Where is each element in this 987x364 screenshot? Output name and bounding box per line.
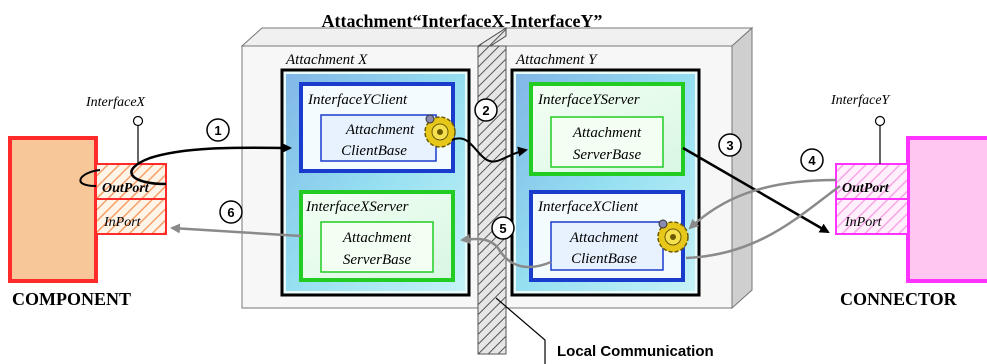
interface-x-client-title: InterfaceXClient: [537, 199, 639, 215]
x-bottom-inner-line1: Attachment: [342, 230, 412, 246]
step-marker-3: 3: [718, 133, 742, 157]
gear-icon: [657, 219, 689, 253]
step-marker-4-label: 4: [808, 153, 816, 168]
flow-arrow-6: [170, 223, 302, 238]
flow-arrow-5: [460, 234, 552, 269]
local-communication-callout: Local Communication: [495, 297, 714, 364]
y-bottom-inner-line1: Attachment: [569, 230, 639, 246]
flow-arrows: [79, 137, 841, 269]
flow-arrow-2: [451, 137, 528, 163]
step-marker-2: 2: [474, 98, 498, 122]
component-label: COMPONENT: [12, 289, 131, 309]
x-top-inner-line2: ClientBase: [341, 143, 407, 159]
interface-y-client-title: InterfaceYClient: [307, 92, 408, 108]
step-marker-4: 4: [800, 148, 824, 172]
interface-y-server-box: InterfaceYServer Attachment ServerBase: [529, 82, 685, 176]
step-marker-1-label: 1: [214, 123, 221, 138]
component-outport-label: OutPort: [102, 181, 150, 196]
step-marker-1: 1: [206, 118, 230, 142]
step-marker-6: 6: [219, 200, 243, 224]
step-marker-6-label: 6: [227, 205, 234, 220]
connector-label: CONNECTOR: [840, 289, 958, 309]
x-top-inner-line1: Attachment: [345, 122, 415, 138]
step-marker-3-label: 3: [726, 138, 733, 153]
y-bottom-inner-line2: ClientBase: [571, 251, 637, 267]
attachment-x-label: Attachment X: [285, 52, 368, 68]
interface-x-server-box: InterfaceXServer Attachment ServerBase: [299, 190, 455, 282]
interface-x-lollipop: [132, 115, 144, 127]
flow-arrow-4: [688, 178, 837, 230]
diagram-title: Attachment“InterfaceX-InterfaceY”: [322, 11, 603, 31]
interface-x-client-box: InterfaceXClient Attachment ClientBase: [529, 190, 685, 282]
connector-outport-label: OutPort: [842, 181, 890, 196]
connector-inport-label: InPort: [844, 215, 883, 230]
component-inport-label: InPort: [103, 215, 142, 230]
interface-y-lollipop: [874, 115, 886, 127]
flow-arrow-1: [130, 142, 292, 186]
step-marker-5-label: 5: [499, 221, 506, 236]
interface-y-client-box: InterfaceYClient Attachment ClientBase: [299, 82, 455, 173]
local-communication-wall: [477, 27, 507, 355]
y-top-inner-line1: Attachment: [572, 125, 642, 141]
interface-x-server-title: InterfaceXServer: [305, 199, 409, 215]
component-block: OutPort InPort InterfaceX COMPONENT: [8, 95, 167, 309]
local-communication-label: Local Communication: [557, 343, 714, 360]
interface-y-server-title: InterfaceYServer: [537, 92, 640, 108]
x-bottom-inner-line2: ServerBase: [343, 252, 412, 268]
y-top-inner-line2: ServerBase: [573, 147, 642, 163]
interface-y-label: InterfaceY: [830, 93, 892, 108]
connector-block: OutPort InPort InterfaceY CONNECTOR: [830, 93, 987, 309]
attachment-y-label: Attachment Y: [515, 52, 598, 68]
step-marker-2-label: 2: [482, 103, 489, 118]
gear-icon: [424, 114, 456, 148]
interface-x-label: InterfaceX: [85, 95, 146, 110]
step-marker-5: 5: [491, 216, 515, 240]
